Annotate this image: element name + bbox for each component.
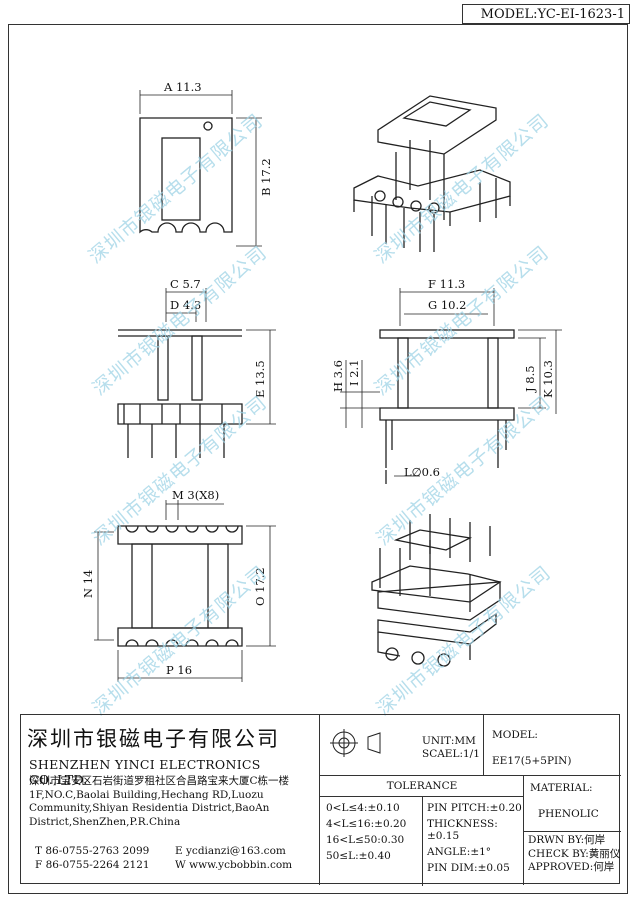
projection-symbol-cell: UNIT:MM SCAEL:1/1 <box>319 715 483 775</box>
dim-j: J 8.5 <box>523 365 537 393</box>
dim-b: B 17.2 <box>259 158 273 196</box>
dim-l: L∅0.6 <box>404 465 440 479</box>
unit: UNIT:MM <box>422 735 476 747</box>
company-name-cn: 深圳市银磁电子有限公司 <box>27 727 280 751</box>
title-block: 深圳市银磁电子有限公司 SHENZHEN YINCI ELECTRONICS C… <box>20 714 621 886</box>
isometric-view-bottom <box>371 514 502 667</box>
material-label: MATERIAL: <box>530 782 593 794</box>
projection-icon <box>330 729 381 757</box>
drawing-frame <box>8 24 628 894</box>
model-cell: MODEL: EE17(5+5PIN) <box>483 715 621 775</box>
model-label: MODEL:YC-EI-1623-1 <box>462 4 630 24</box>
side-view <box>340 288 562 484</box>
dim-o: O 17.2 <box>253 567 267 606</box>
bottom-view <box>94 500 276 682</box>
tolerances-right: PIN PITCH:±0.20 THICKNESS:±0.15 ANGLE:±1… <box>422 796 524 886</box>
dim-e: E 13.5 <box>253 360 267 398</box>
tolerance-cell: TOLERANCE 0<L≤4:±0.10 4<L≤16:±0.20 16<L≤… <box>319 775 524 886</box>
dim-a: A 11.3 <box>163 80 202 94</box>
email-web: E ycdianzi@163.com W www.ycbobbin.com <box>175 845 293 871</box>
isometric-view-top <box>353 95 511 252</box>
dim-i: I 2.1 <box>347 360 361 387</box>
model-value: EE17(5+5PIN) <box>492 755 572 767</box>
material-value: PHENOLIC <box>538 808 599 820</box>
technical-drawing: A 11.3 B 17.2 C 5.7 D 4.3 E 13.5 <box>81 80 562 682</box>
dim-m: M 3(X8) <box>172 488 219 502</box>
model-label: MODEL: <box>492 729 538 741</box>
dim-g: G 10.2 <box>428 298 466 312</box>
tolerances-left: 0<L≤4:±0.10 4<L≤16:±0.20 16<L≤50:0.30 50… <box>326 802 407 862</box>
dim-c: C 5.7 <box>170 277 201 291</box>
scale: SCAEL:1/1 <box>422 748 480 760</box>
material-cell: MATERIAL: PHENOLIC <box>523 775 621 831</box>
company-name-en: SHENZHEN YINCI ELECTRONICS CO.,LTD. <box>29 757 261 787</box>
dim-h: H 3.6 <box>331 360 345 392</box>
signatures: DRWN BY:何岸 CHECK BY:黄丽仪 APPROVED:何岸 <box>523 831 621 885</box>
dim-p: P 16 <box>166 663 192 677</box>
dim-n: N 14 <box>81 570 95 598</box>
tolerance-label: TOLERANCE <box>386 780 458 792</box>
dim-f: F 11.3 <box>428 277 465 291</box>
phone-fax: T 86-0755-2763 2099 F 86-0755-2264 2121 <box>35 845 150 871</box>
dim-d: D 4.3 <box>170 298 201 312</box>
front-view <box>117 288 276 458</box>
dim-k: K 10.3 <box>541 360 555 398</box>
top-view <box>139 90 262 247</box>
address: 深圳市宝安区石岩街道罗租社区合昌路宝来大厦C栋一楼 1F,NO.C,Baolai… <box>29 775 290 828</box>
